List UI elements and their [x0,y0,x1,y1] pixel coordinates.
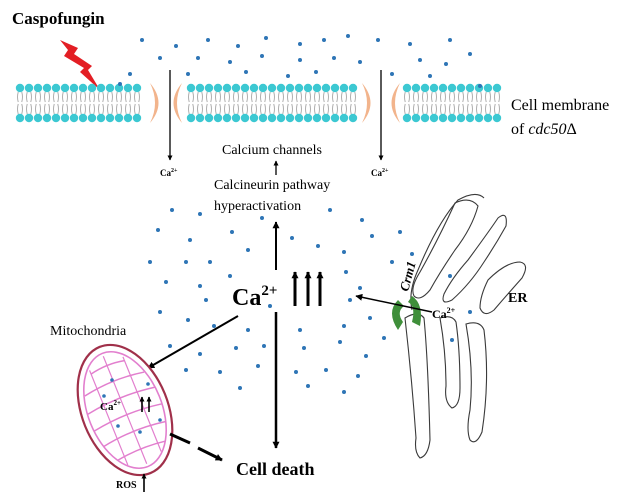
mitochondrion [76,343,174,477]
mito-calcium-increase-arrows [139,396,152,412]
ca-to-mitochondria-arrow [147,315,239,369]
calcineurin-label-line1: Calcineurin pathway [214,178,330,193]
mito-to-cell-death-arrow [169,432,223,462]
mitochondria-label: Mitochondria [50,324,127,339]
ca-ion-left: Ca2+ [160,168,178,178]
crm1-transporter [392,300,404,330]
calcium-channel-left [150,83,182,123]
calcineurin-label-line2: hyperactivation [214,199,301,214]
ca-ion-mitochondria: Ca2+ [100,399,121,413]
membrane-label-line1: Cell membrane [511,97,609,114]
ca-ion-central: Ca2+ [232,283,277,311]
cell-membrane-bilayer [15,83,502,123]
calcium-dots-cytosol [118,34,482,394]
endoplasmic-reticulum [404,193,527,459]
calcium-dots-mitochondria [102,378,162,434]
lightning-bolt-icon [60,40,100,90]
calcium-increase-arrows [291,271,324,306]
calcium-channel-right [362,83,400,123]
cell-death-label: Cell death [236,459,315,479]
calcium-channels-label: Calcium channels [222,143,322,158]
drug-label: Caspofungin [12,9,105,28]
er-label: ER [508,291,528,306]
ros-label: ROS [116,480,137,491]
ca-ion-right: Ca2+ [371,168,389,178]
membrane-label-line2: of cdc50Δ [511,121,577,138]
ca-ion-er: Ca2+ [432,306,456,321]
er-release-arrow [355,293,433,313]
